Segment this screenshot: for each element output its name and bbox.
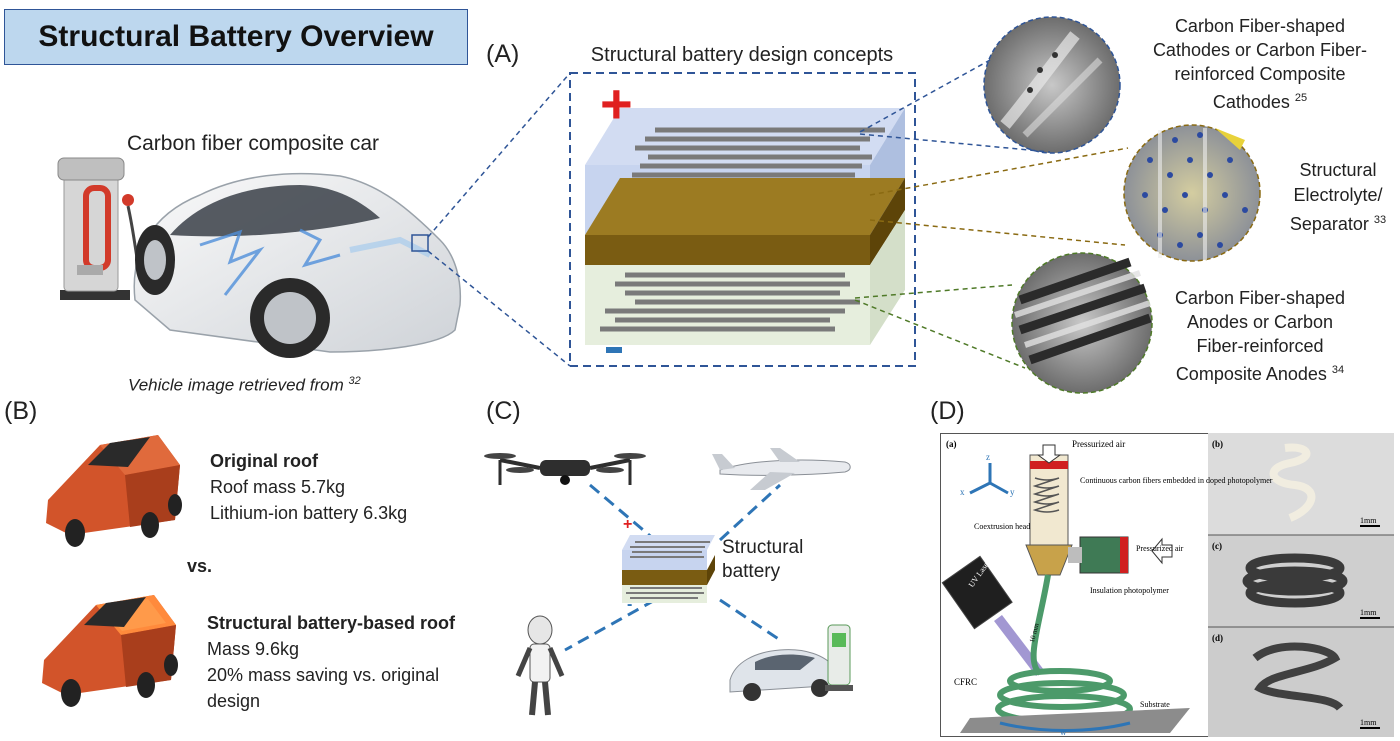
electrolyte-label-line: Separator	[1289, 214, 1369, 234]
rotation-label: w	[1060, 727, 1067, 737]
electrolyte-label-line: Structural	[1299, 160, 1377, 180]
structural-battery-label: Structural battery	[722, 536, 803, 584]
continuous-fibers-label: Continuous carbon fibers embedded in dop…	[1080, 476, 1273, 485]
structural-roof-text: Structural battery-based roof Mass 9.6kg…	[207, 610, 455, 714]
car-icon	[46, 435, 182, 547]
pressurized-air-side: Pressurized air	[1136, 544, 1184, 553]
panel-a-label: (A)	[486, 40, 520, 68]
axis-z-label: z	[986, 452, 990, 462]
structural-roof-line: Mass 9.6kg	[207, 639, 300, 659]
car-icon	[133, 172, 462, 358]
anode-label: Carbon Fiber-shaped Anodes or Carbon Fib…	[1140, 286, 1380, 386]
pressurized-air-top: Pressurized air	[1072, 439, 1125, 449]
substrate-label: Substrate	[1140, 700, 1170, 709]
anode-label-line: Carbon Fiber-shaped	[1174, 288, 1346, 308]
sub-label-d: (d)	[1212, 633, 1223, 643]
car-label: Carbon fiber composite car	[126, 132, 380, 155]
plus-terminal: +	[600, 72, 633, 135]
original-roof-text: Original roof Roof mass 5.7kg Lithium-io…	[210, 448, 407, 526]
printing-figure: (a) (b) (c) (d) Pressurized air Continuo…	[941, 433, 1394, 737]
anode-ref: 34	[1331, 364, 1345, 376]
cathode-ref: 25	[1294, 92, 1308, 104]
panel-b-label: (B)	[4, 397, 38, 425]
robot-icon	[515, 615, 565, 716]
vehicle-caption-text: Vehicle image retrieved from	[128, 375, 344, 395]
concept-title: Structural battery design concepts	[590, 44, 894, 66]
sub-label-c: (c)	[1212, 541, 1222, 551]
airplane-icon	[712, 448, 851, 490]
mini-battery	[622, 535, 715, 603]
anode-label-line: Composite Anodes	[1175, 364, 1327, 384]
original-roof-line: Roof mass 5.7kg	[210, 477, 346, 497]
drone-icon	[484, 453, 646, 485]
ev-charging-icon	[729, 624, 853, 701]
structural-roof-title: Structural battery-based roof	[207, 613, 456, 633]
mini-minus: -	[627, 596, 633, 613]
sub-label-a: (a)	[946, 439, 957, 449]
vehicle-caption-ref: 32	[348, 375, 361, 387]
title-box	[4, 9, 468, 65]
cathode-label-line: Cathodes	[1212, 92, 1290, 112]
original-roof-title: Original roof	[210, 451, 318, 471]
cathode-sem-image	[983, 16, 1121, 154]
structural-roof-line: 20% mass saving vs. original	[207, 665, 440, 685]
scale-bar-c: 1mm	[1360, 608, 1377, 617]
axis-y-label: y	[1010, 487, 1015, 497]
sub-label-b: (b)	[1212, 439, 1223, 449]
cathode-label-line: reinforced Composite	[1174, 64, 1346, 84]
battery-block	[585, 108, 905, 353]
anode-label-line: Fiber-reinforced	[1196, 336, 1324, 356]
cathode-label-line: Cathodes or Carbon Fiber-	[1152, 40, 1368, 60]
vehicle-caption: Vehicle image retrieved from 32	[128, 375, 361, 396]
axis-x-label: x	[960, 487, 965, 497]
panel-d-label: (D)	[930, 397, 965, 425]
electrolyte-ref: 33	[1373, 214, 1387, 226]
structural-battery-label-line: battery	[722, 561, 781, 582]
original-roof-line: Lithium-ion battery 6.3kg	[210, 503, 408, 523]
insulation-label: Insulation photopolymer	[1090, 586, 1169, 595]
scale-bar-d: 1mm	[1360, 718, 1377, 727]
scale-bar-b: 1mm	[1360, 516, 1377, 525]
panel-c-label: (C)	[486, 397, 521, 425]
anode-sem-image	[1011, 252, 1153, 394]
car-icon	[42, 595, 178, 707]
panel-c-graphics	[484, 448, 853, 716]
mini-plus: +	[623, 516, 633, 533]
cathode-label: Carbon Fiber-shaped Cathodes or Carbon F…	[1140, 14, 1380, 114]
concept-box	[569, 72, 916, 367]
separator-sem-image	[1123, 124, 1261, 262]
anode-label-line: Anodes or Carbon	[1186, 312, 1334, 332]
structural-roof-line: design	[207, 691, 261, 711]
panel-b-cars	[42, 435, 182, 707]
page-title: Structural Battery Overview	[38, 20, 434, 53]
cathode-label-line: Carbon Fiber-shaped	[1174, 16, 1346, 36]
electrolyte-label: Structural Electrolyte/ Separator 33	[1282, 158, 1394, 237]
minus-terminal	[606, 347, 622, 353]
vs-text: vs.	[187, 556, 213, 576]
coextrusion-label: Coextrusion head	[974, 522, 1030, 531]
cfrc-label: CFRC	[954, 677, 977, 687]
electrolyte-label-line: Electrolyte/	[1293, 185, 1383, 205]
structural-battery-label-line: Structural	[722, 537, 804, 558]
